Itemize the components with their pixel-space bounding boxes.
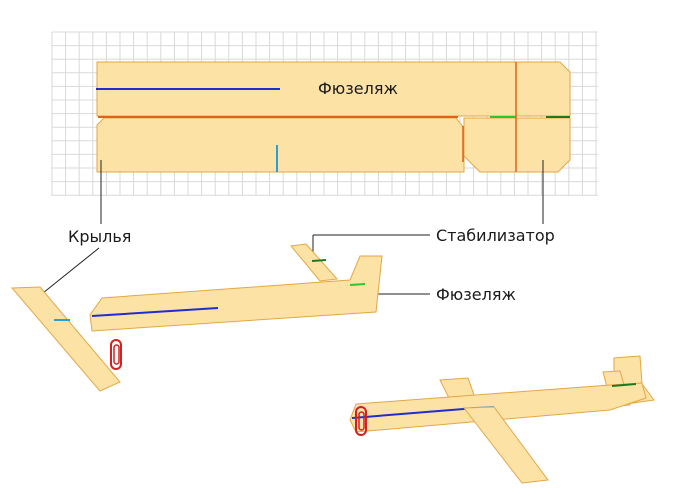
fuselage-strip xyxy=(96,61,571,117)
paper-clip-icon xyxy=(110,339,122,370)
fuselage-fold-green xyxy=(349,283,366,286)
assembled-fold-blue xyxy=(351,407,477,419)
stabilizer-label: Стабилизатор xyxy=(436,226,555,245)
fuselage-piece xyxy=(89,255,383,332)
assembled-fuselage xyxy=(349,382,647,433)
wings-label: Крылья xyxy=(68,227,131,246)
fuselage-fold-blue xyxy=(91,307,219,317)
leader-wings-down xyxy=(42,247,100,294)
wings-strip xyxy=(96,117,465,173)
assembled-near-wing xyxy=(463,406,549,484)
wing-piece xyxy=(10,286,121,392)
assembled-paper-clip-icon xyxy=(355,406,367,436)
labels-group: Крылья Стабилизатор Фюзеляж xyxy=(42,160,555,304)
assembled-plane xyxy=(349,355,655,484)
tail-piece xyxy=(463,117,571,173)
stabilizer-piece xyxy=(290,243,339,282)
assembled-fold-green xyxy=(611,383,637,387)
stabilizer-fold-green xyxy=(311,259,327,262)
flat-template: Фюзеляж xyxy=(96,61,571,173)
separated-parts xyxy=(10,243,383,392)
fuselage-top-label: Фюзеляж xyxy=(318,79,398,98)
fuselage-side-label: Фюзеляж xyxy=(436,285,516,304)
